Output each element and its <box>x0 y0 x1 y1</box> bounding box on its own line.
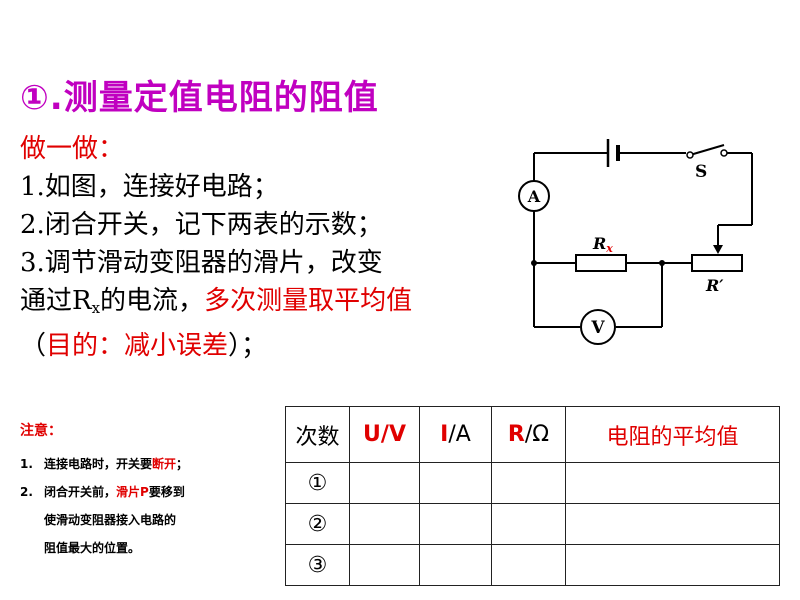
row-number: ② <box>285 503 350 545</box>
page-title: ①.测量定值电阻的阻值 <box>20 78 379 118</box>
junction-left <box>531 260 537 266</box>
voltmeter-circle <box>580 309 616 345</box>
steps-heading: 做一做： <box>20 134 125 164</box>
note-2-line-2: 使滑动变阻器接入电路的 <box>44 513 177 527</box>
table-row: ③ <box>285 544 780 586</box>
cell-voltage[interactable] <box>349 462 420 504</box>
step-5-highlight: 目的：减小误差 <box>46 331 229 361</box>
note-2-line-3: 阻值最大的位置。 <box>44 541 141 555</box>
cell-average[interactable] <box>565 503 780 545</box>
note-2-text: 闭合开关前， <box>44 485 117 499</box>
step-5-close: ）； <box>228 331 268 361</box>
measurement-table: 次数 U/V I/A R/Ω 电阻的平均值 ① ② ③ <box>285 406 780 586</box>
cell-resistance[interactable] <box>491 503 566 545</box>
rx-resistor <box>575 254 627 272</box>
note-2-number: 2. <box>20 485 33 499</box>
circuit-diagram: S A V R′ Rx <box>518 139 753 345</box>
cell-average[interactable] <box>565 544 780 586</box>
note-2-highlight: 滑片P <box>116 485 149 499</box>
cell-current[interactable] <box>419 462 492 504</box>
junction-right <box>659 260 665 266</box>
cell-current[interactable] <box>419 544 492 586</box>
cell-resistance[interactable] <box>491 544 566 586</box>
cell-current[interactable] <box>419 503 492 545</box>
cell-resistance[interactable] <box>491 462 566 504</box>
note-2-text2: 要移到 <box>148 485 185 499</box>
note-1-end: ； <box>176 457 189 471</box>
note-1: 1. 连接电路时，开关要断开； <box>20 454 280 474</box>
step-4-subscript: x <box>91 299 101 317</box>
header-voltage: U/V <box>349 406 420 463</box>
rx-label-sub: x <box>605 242 613 255</box>
table-row: ① <box>285 462 780 504</box>
header-average: 电阻的平均值 <box>565 406 780 463</box>
rx-label: Rx <box>592 234 613 255</box>
ammeter-label: A <box>527 187 541 206</box>
row-number: ③ <box>285 544 350 586</box>
cell-average[interactable] <box>565 462 780 504</box>
step-4-mid: 的电流， <box>100 286 205 316</box>
switch-contact-left <box>686 151 694 159</box>
note-2: 2. 闭合开关前，滑片P要移到 <box>20 482 280 502</box>
step-4-highlight: 多次测量取平均值 <box>204 286 413 316</box>
steps-block: 做一做： 1.如图，连接好电路； 2.闭合开关，记下两表的示数； 3.调节滑动变… <box>20 130 500 365</box>
cell-voltage[interactable] <box>349 503 420 545</box>
header-current: I/A <box>419 406 492 463</box>
notes-title: 注意： <box>20 423 62 439</box>
row-number: ① <box>285 462 350 504</box>
table-row: ② <box>285 503 780 545</box>
rheostat-body <box>691 254 743 272</box>
slider-arrow-icon <box>713 245 723 254</box>
step-5: （目的：减小误差）； <box>20 327 500 365</box>
step-4: 通过Rx的电流，多次测量取平均值 <box>20 282 500 327</box>
header-count: 次数 <box>285 406 350 463</box>
switch-lever <box>689 144 725 156</box>
note-1-text: 连接电路时，开关要 <box>44 457 153 471</box>
header-resistance: R/Ω <box>491 406 566 463</box>
ammeter-circle <box>518 180 550 212</box>
cell-voltage[interactable] <box>349 544 420 586</box>
switch-label: S <box>695 162 707 182</box>
step-4-prefix: 通过R <box>20 286 92 316</box>
step-5-open: （ <box>20 331 47 361</box>
table-header-row: 次数 U/V I/A R/Ω 电阻的平均值 <box>285 406 780 463</box>
step-2: 2.闭合开关，记下两表的示数； <box>20 210 383 240</box>
note-1-number: 1. <box>20 457 33 471</box>
note-1-highlight: 断开 <box>152 457 177 471</box>
switch-contact-right <box>720 149 728 157</box>
notes-block: 注意： 1. 连接电路时，开关要断开； 2. 闭合开关前，滑片P要移到 使滑动变阻器… <box>20 420 280 566</box>
step-3: 3.调节滑动变阻器的滑片，改变 <box>20 248 383 278</box>
step-1: 1.如图，连接好电路； <box>20 172 279 202</box>
rx-label-main: R <box>592 234 606 253</box>
voltmeter-label: V <box>590 318 605 338</box>
rheostat-label: R′ <box>705 276 724 295</box>
